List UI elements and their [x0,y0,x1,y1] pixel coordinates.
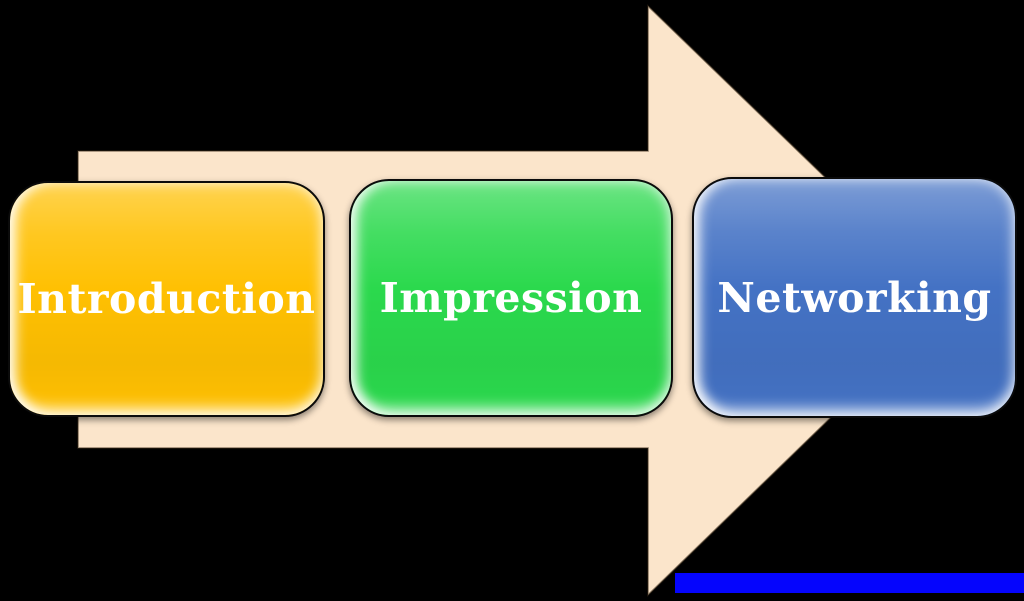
step-label-introduction: Introduction [17,275,316,323]
step-box-introduction: Introduction [8,181,325,417]
step-box-impression: Impression [349,179,673,417]
step-label-impression: Impression [379,274,643,322]
bottom-blue-bar [675,573,1024,593]
step-box-networking: Networking [692,177,1017,418]
step-label-networking: Networking [717,273,992,322]
